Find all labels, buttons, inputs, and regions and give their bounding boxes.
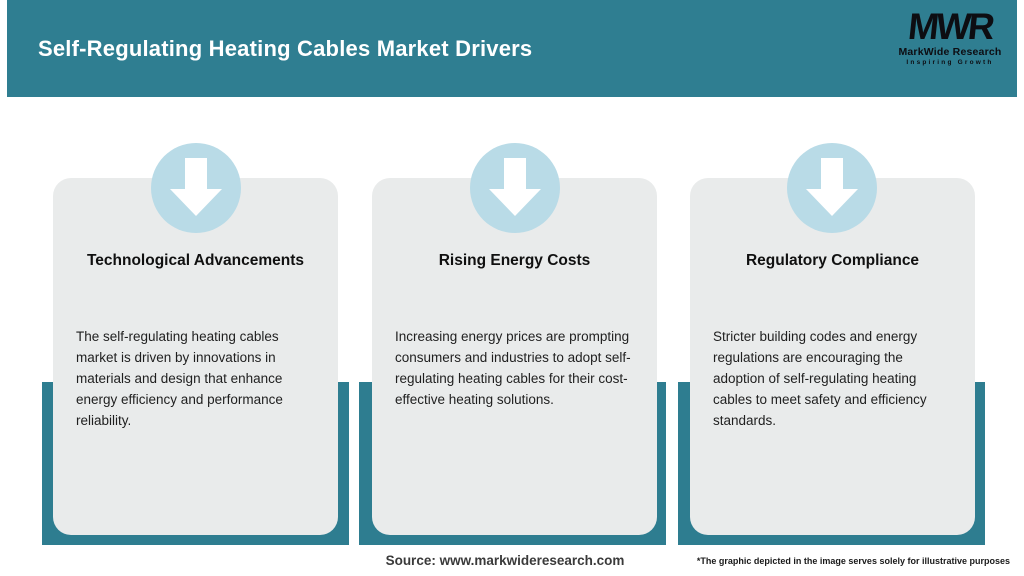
down-arrow-icon — [470, 143, 560, 233]
logo-tagline: Inspiring Growth — [906, 59, 994, 66]
arrow-head — [806, 189, 858, 216]
page-title: Self-Regulating Heating Cables Market Dr… — [38, 35, 533, 61]
brand-logo: MWR MarkWide Research Inspiring Growth — [895, 6, 1005, 67]
source-text: Source: www.markwideresearch.com — [385, 553, 625, 568]
card-panel: Technological Advancements The self-regu… — [53, 178, 338, 535]
arrow-shaft — [821, 158, 843, 189]
logo-monogram: MWR — [906, 6, 994, 47]
disclaimer-text: *The graphic depicted in the image serve… — [696, 556, 1010, 566]
card-title: Regulatory Compliance — [745, 252, 920, 269]
arrow-head — [170, 189, 222, 216]
card-panel: Rising Energy Costs Increasing energy pr… — [372, 178, 657, 535]
card-title: Technological Advancements — [86, 252, 305, 269]
arrow-shaft — [504, 158, 526, 189]
arrow-shaft — [185, 158, 207, 189]
card-body-text: The self-regulating heating cables marke… — [76, 329, 283, 428]
down-arrow-icon — [151, 143, 241, 233]
card-body-text: Increasing energy prices are prompting c… — [395, 329, 631, 407]
down-arrow-icon — [787, 143, 877, 233]
header-bar: Self-Regulating Heating Cables Market Dr… — [7, 0, 1017, 97]
card-body-text: Stricter building codes and energy regul… — [713, 329, 927, 428]
card-title: Rising Energy Costs — [438, 252, 591, 269]
arrow-head — [489, 189, 541, 216]
card-panel: Regulatory Compliance Stricter building … — [690, 178, 975, 535]
logo-name: MarkWide Research — [898, 46, 1002, 58]
